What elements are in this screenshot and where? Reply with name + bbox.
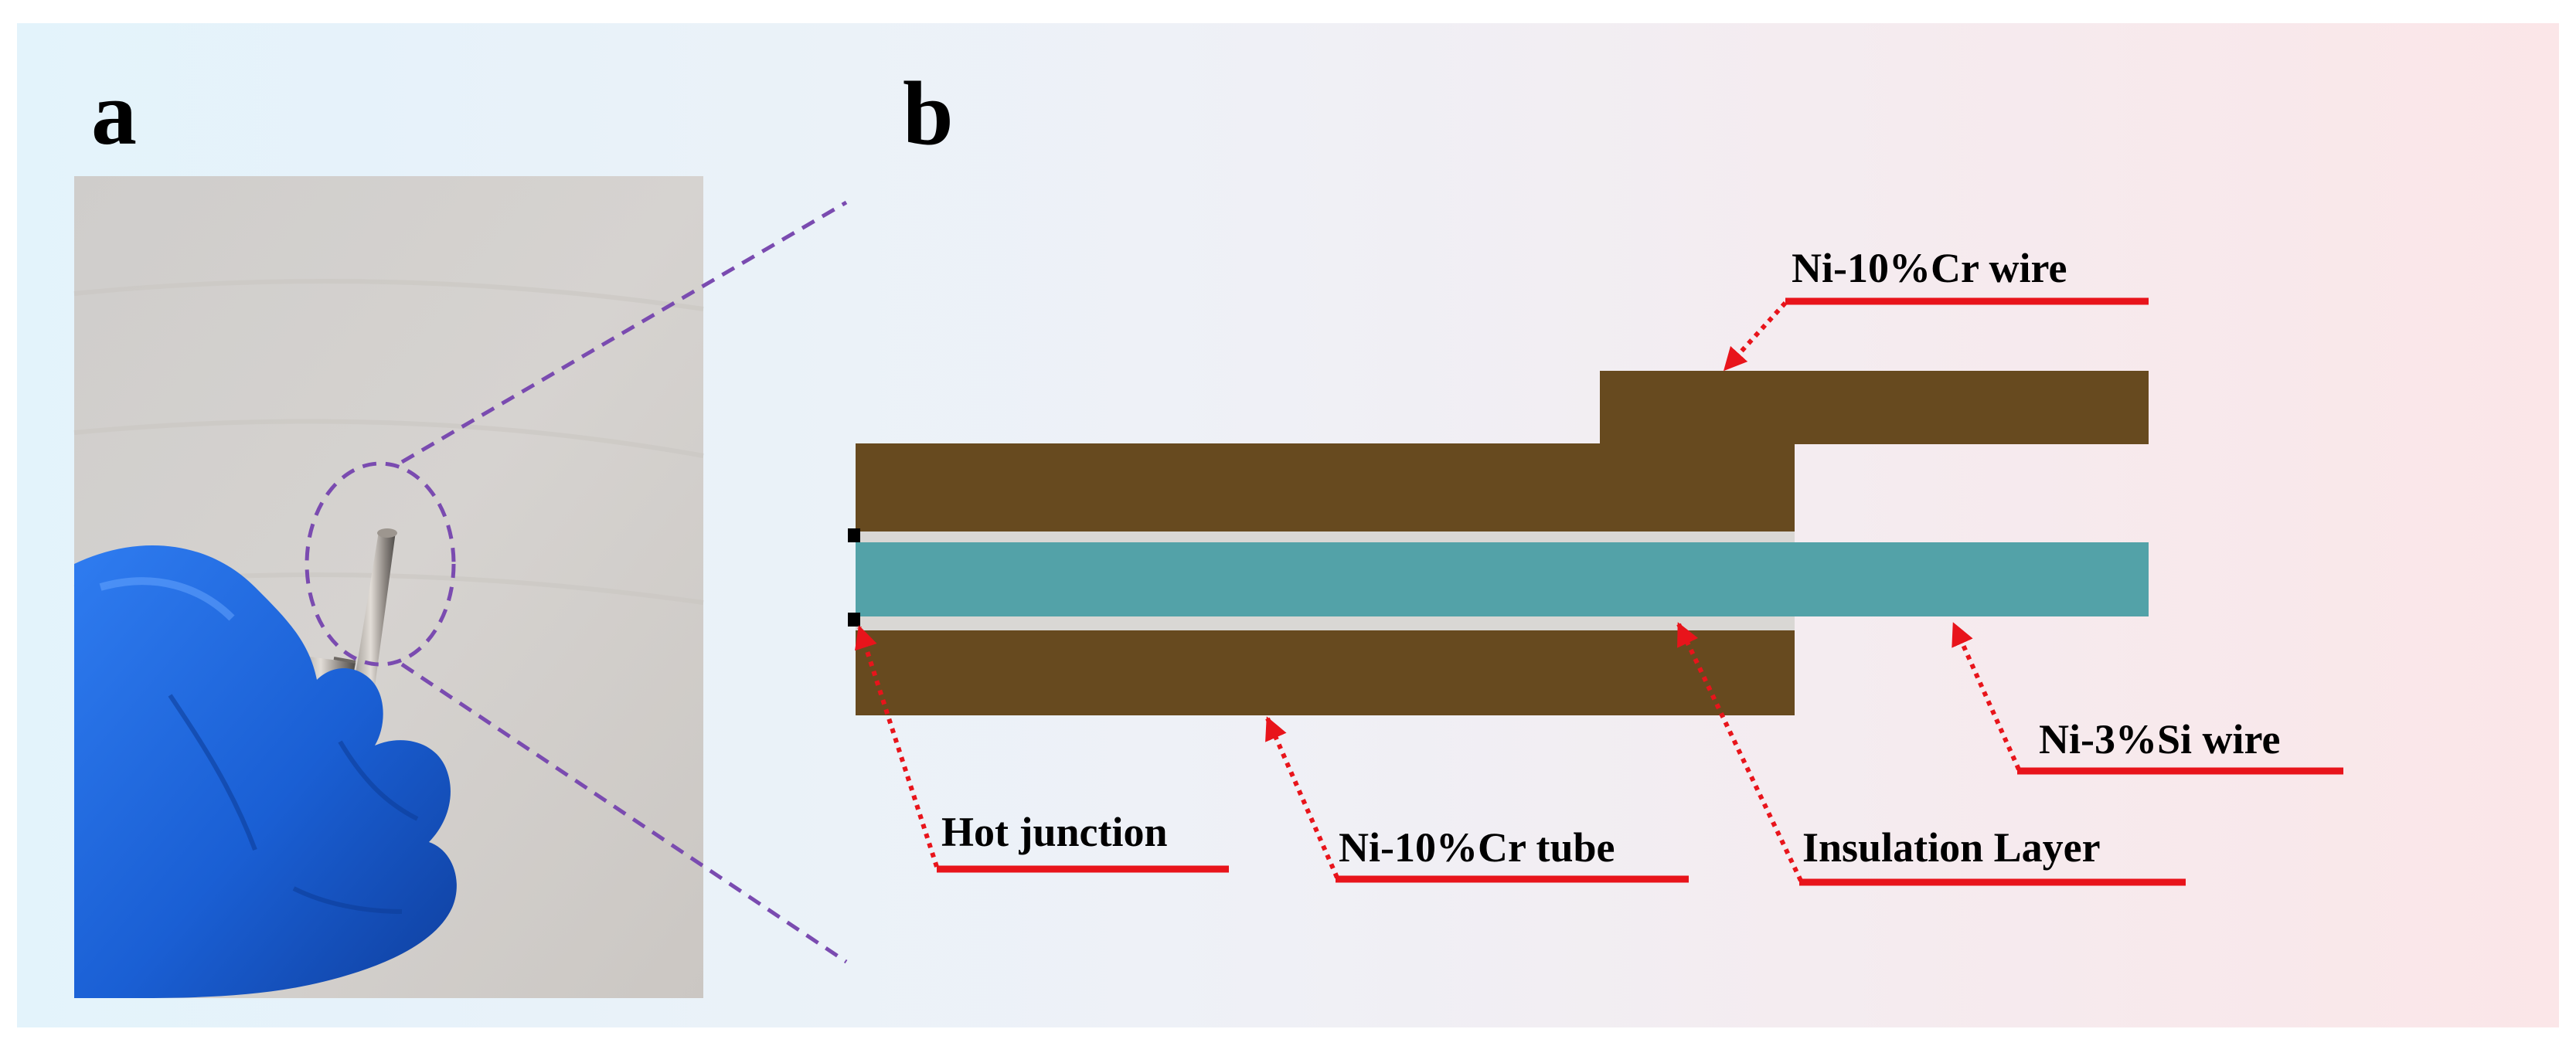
ni-cr-tube-bottom [856,630,1795,715]
label-ni-si-wire: Ni-3%Si wire [2039,716,2280,762]
insulation-bottom [856,616,1795,630]
junction-marker-top [848,528,860,542]
label-ni-cr-wire: Ni-10%Cr wire [1792,245,2067,291]
ni-cr-tube-top [856,443,1795,531]
label-insulation-layer: Insulation Layer [1802,824,2101,871]
ni-si-wire-bar [856,542,2149,616]
ni-cr-wire-bar [1600,371,2149,444]
arrow-hot-junction [855,625,939,868]
zoom-circle [305,461,456,667]
blue-glove [74,545,457,998]
arrow-ni-si-wire [1952,622,2021,771]
arrow-ni-cr-tube [1265,716,1339,879]
callout-insulation-layer: Insulation Layer [1676,622,2186,886]
photo-panel [73,176,704,998]
glove-crease [168,694,419,914]
label-hot-junction: Hot junction [941,809,1168,855]
callout-ni-si-wire: Ni-3%Si wire [1952,622,2343,775]
arrow-ni-cr-wire [1723,301,1788,372]
probe-tip [377,528,397,538]
callout-hot-junction: Hot junction [855,625,1229,873]
zoom-line-bottom [400,662,848,964]
arrow-insulation-layer [1676,622,1803,882]
schematic [848,371,2149,715]
insulation-top [856,531,1795,542]
callout-ni-cr-tube: Ni-10%Cr tube [1265,716,1689,883]
panel-label-b: b [903,63,954,164]
glove-highlight [99,577,235,621]
junction-marker-bottom [848,613,860,627]
callout-ni-cr-wire: Ni-10%Cr wire [1723,245,2149,372]
label-ni-cr-tube: Ni-10%Cr tube [1339,824,1615,871]
panel-label-a: a [91,63,137,164]
zoom-line-top [400,200,848,464]
